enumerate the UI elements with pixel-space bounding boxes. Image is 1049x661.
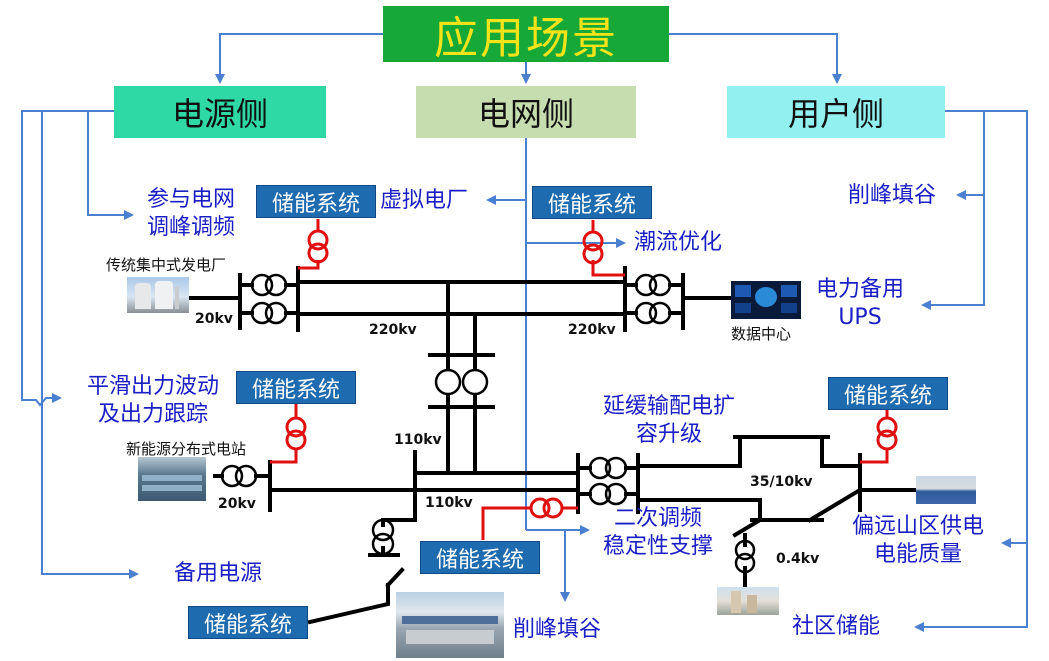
source-arrows [21,110,139,579]
ess-box-plant: 储能系统 [256,185,376,218]
label-peak-valley-user: 削峰填谷 [848,183,937,208]
label-virtual-plant: 虚拟电厂 [380,188,469,213]
arrow-user-to-community [914,110,1028,632]
ess-box-remote: 储能系统 [828,377,948,410]
caption-renewable-plant: 新能源分布式电站 [126,440,247,458]
label-secondary-line1: 二次调频 [613,506,702,531]
ess-box-backup: 储能系统 [188,606,308,639]
label-remote-line1: 偏远山区供电 [851,514,984,539]
arrow-user-to-backup [921,195,985,310]
label-backup-line2: UPS [838,305,882,330]
remote-area-photo [916,476,976,504]
ess-box-grid-110: 储能系统 [420,541,540,574]
grid-site-photo [396,592,504,658]
voltage-220kv-left: 220kv [369,322,417,338]
voltage-110kv-upper: 110kv [394,432,442,448]
category-grid-side: 电网侧 [416,86,636,138]
arrow-user-to-peak-valley [945,110,985,200]
label-secondary-line2: 稳定性支撑 [602,534,713,559]
voltage-110kv-lower: 110kv [425,495,473,511]
category-user-side: 用户侧 [727,86,945,138]
label-defer-line2: 容升级 [635,422,702,447]
ess-box-power-flow: 储能系统 [532,186,652,219]
label-peak-freq: 参与电网 调峰调频 [138,186,244,242]
label-remote-line2: 电能质量 [873,542,962,567]
voltage-35-10kv: 35/10kv [750,474,813,490]
power-grid [188,266,918,625]
label-backup-line1: 电力备用 [815,277,904,302]
label-peak-freq-line2: 调峰调频 [146,215,235,240]
voltage-220kv-right: 220kv [568,322,616,338]
label-smooth-line2: 及出力跟踪 [97,402,208,427]
renewable-plant-photo [138,457,206,501]
data-center-photo [731,281,801,319]
arrow-source-to-backup-power [41,110,139,579]
label-peak-freq-line1: 参与电网 [146,187,235,212]
arrow-grid-to-peak-valley [526,529,570,602]
ess-box-renewable: 储能系统 [236,371,356,404]
transformers [220,273,756,574]
label-power-flow: 潮流优化 [634,230,723,255]
voltage-20kv-top: 20kv [195,311,233,327]
label-secondary: 二次调频 稳定性支撑 [590,505,726,561]
label-smooth-line1: 平滑出力波动 [86,374,219,399]
label-peak-valley-grid: 削峰填谷 [513,617,602,642]
traditional-plant-photo [127,277,189,313]
page-title: 应用场景 [383,6,669,64]
caption-traditional-plant: 传统集中式发电厂 [106,256,227,274]
arrow-title-to-source [215,33,383,84]
arrow-title-to-user [669,33,842,84]
label-backup: 电力备用 UPS [805,276,915,332]
user-arrows [914,110,1028,632]
ess-links [270,219,898,540]
voltage-04kv: 0.4kv [776,551,820,567]
category-source-side: 电源侧 [114,86,326,138]
label-smooth: 平滑出力波动 及出力跟踪 [74,373,232,429]
voltage-20kv-bottom: 20kv [218,496,256,512]
label-defer-line1: 延缓输配电扩 [602,394,735,419]
caption-data-center: 数据中心 [731,325,792,343]
label-backup-power: 备用电源 [174,561,263,586]
community-photo [717,587,779,615]
label-defer: 延缓输配电扩 容升级 [590,393,748,449]
label-community: 社区储能 [792,614,881,639]
arrow-source-to-smooth [21,110,114,407]
grid-arrows [486,138,626,602]
title-arrows [215,33,842,84]
label-remote: 偏远山区供电 电能质量 [840,513,996,569]
